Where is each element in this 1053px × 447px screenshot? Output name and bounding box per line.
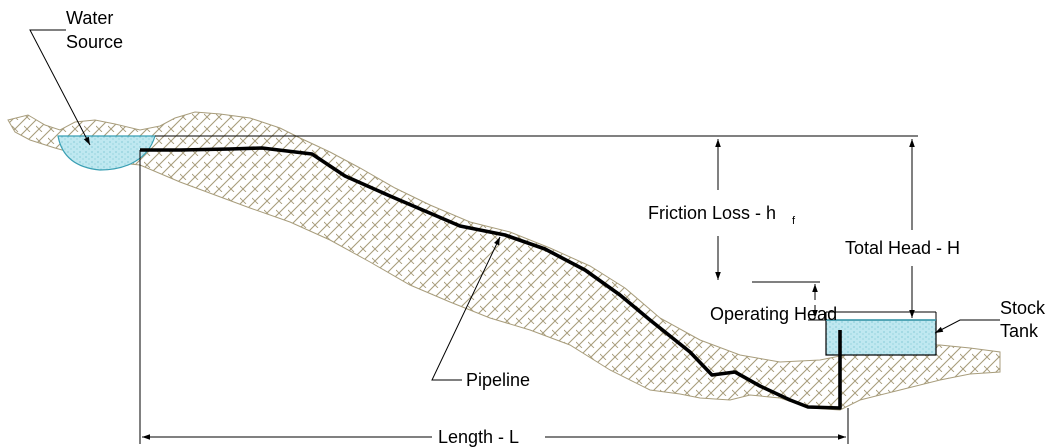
pipeline-label: Pipeline (466, 370, 530, 390)
ground-terrain (7, 111, 1001, 411)
water-source-pond (57, 135, 156, 171)
pipeline (140, 146, 842, 410)
stock-tank-leader (934, 319, 1000, 334)
length-label: Length - L (438, 427, 519, 447)
water-source-label-line1: Water (66, 8, 113, 28)
pipeline-leader (431, 236, 501, 381)
total-head-label: Total Head - H (845, 238, 960, 258)
stock-tank (825, 319, 937, 356)
friction-loss-subscript: f (792, 215, 796, 227)
friction-loss-label: Friction Loss - h (648, 203, 776, 223)
stock-tank-label-line1: Stock (1000, 298, 1046, 318)
water-source-leader (29, 29, 91, 146)
water-source-label-line2: Source (66, 32, 123, 52)
stock-tank-label-line2: Tank (1000, 321, 1039, 341)
operating-head-label: Operating Head (710, 304, 837, 324)
